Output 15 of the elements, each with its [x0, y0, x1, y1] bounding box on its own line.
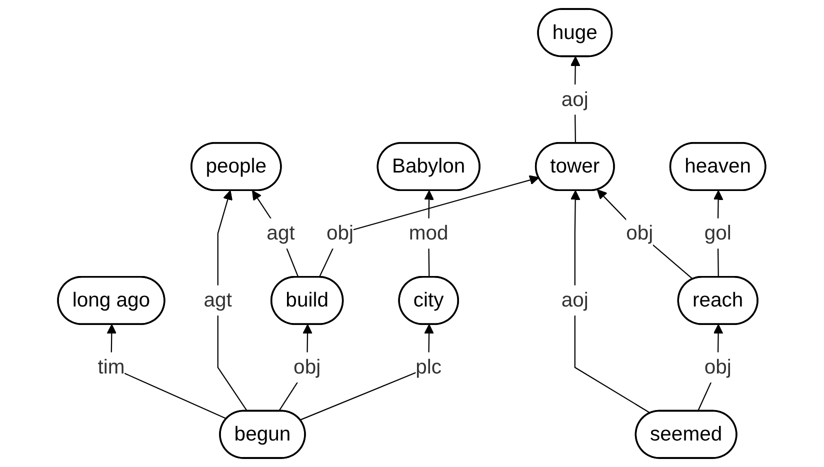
edge-label: obj: [326, 222, 354, 244]
edge-label: aoj: [562, 88, 589, 110]
edge-label: aoj: [562, 288, 589, 312]
edge-label: obj: [704, 356, 732, 378]
edge-label: agt: [266, 222, 296, 244]
arrow: [597, 189, 694, 280]
edge-label: mod: [409, 222, 449, 244]
edge-label: obj: [626, 222, 654, 244]
edge-label: obj: [294, 356, 321, 378]
edge-label: agt: [204, 288, 232, 312]
edge-label: plc: [416, 356, 442, 378]
edge-label: gol: [704, 222, 732, 244]
edge-label: tim: [98, 356, 126, 378]
arrow: [570, 190, 652, 414]
arrow: [252, 190, 300, 278]
